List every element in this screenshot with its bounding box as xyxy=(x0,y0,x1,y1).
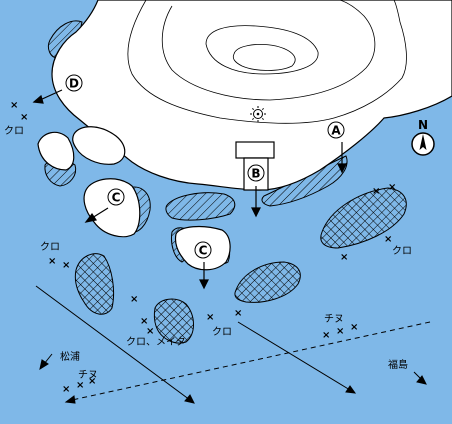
sun-icon xyxy=(250,106,266,122)
point-c-south-label: C xyxy=(199,244,208,258)
fishing-spot-marker: × xyxy=(48,256,56,267)
contour-line-middle xyxy=(161,0,376,101)
fishing-spot-marker: × xyxy=(130,294,138,305)
fishing-spot-marker: × xyxy=(62,384,70,395)
point-marker-c-west: C xyxy=(107,188,125,206)
fishing-spot-marker: × xyxy=(10,100,18,111)
fish-label-kuro-west: クロ xyxy=(40,241,60,253)
small-island-north xyxy=(72,126,126,165)
fish-label-kuro-center: クロ xyxy=(212,326,232,338)
fishing-spot-marker: × xyxy=(340,252,348,263)
fishing-spot-marker: × xyxy=(234,308,242,319)
arrow-b-head xyxy=(251,207,261,218)
arrow-d xyxy=(39,89,63,101)
arrow-a-head xyxy=(337,163,347,174)
fish-label-kuro-meita: クロ、メイタ xyxy=(126,336,186,348)
fish-label-chinu-west: チヌ xyxy=(78,369,98,381)
north-arrow-icon xyxy=(419,134,427,150)
contour-line-outer xyxy=(127,0,407,124)
current-arrows xyxy=(35,285,431,404)
point-marker-d: D xyxy=(65,74,83,92)
arrow-d-head xyxy=(32,94,44,104)
reef-center-south xyxy=(153,298,194,344)
fish-label-chinu-east: チヌ xyxy=(324,313,344,325)
place-label-fukushima: 福島 xyxy=(388,358,408,371)
main-island xyxy=(51,0,452,191)
compass: N xyxy=(411,118,435,156)
fish-label-kuro-northwest: クロ xyxy=(4,125,24,137)
fishing-spot-marker: × xyxy=(350,322,358,333)
current-line-east xyxy=(237,321,351,391)
fishing-spot-marker: × xyxy=(62,260,70,271)
contour-line-peak xyxy=(232,44,296,71)
contour-line-inner xyxy=(205,25,319,75)
arrow-c-west xyxy=(91,207,109,219)
fishing-spot-marker: × xyxy=(388,182,396,193)
fishing-spot-marker: × xyxy=(88,376,96,387)
cast-arrows xyxy=(32,89,347,290)
point-a-label: A xyxy=(331,124,341,138)
point-marker-c-south: C xyxy=(194,241,212,259)
point-d-label: D xyxy=(69,77,79,91)
lighthouse-building xyxy=(235,141,275,159)
fishing-spot-marker: × xyxy=(20,112,28,123)
arrow-matsuura-head xyxy=(39,359,49,371)
fishing-spot-marker: × xyxy=(384,234,392,245)
reef-center-east xyxy=(234,261,301,303)
point-marker-a: A xyxy=(327,121,345,139)
fish-labels: クロ クロ クロ クロ、メイタ クロ チヌ チヌ 松浦 福島 xyxy=(4,125,412,381)
fishing-spot-marker: × xyxy=(336,326,344,337)
point-marker-b: B xyxy=(247,164,265,182)
reef-west xyxy=(74,253,115,315)
current-line-west xyxy=(35,285,191,401)
fishing-spot-marker: × xyxy=(76,380,84,391)
small-island-west xyxy=(37,131,75,171)
fish-label-kuro-east: クロ xyxy=(392,245,412,257)
fishing-spot-marker: × xyxy=(206,312,214,323)
fishing-spot-marker: × xyxy=(372,186,380,197)
fishing-spot-marker: × xyxy=(322,330,330,341)
fishing-spot-marker: × xyxy=(140,316,148,327)
current-line-dashed xyxy=(71,321,431,401)
point-c-west-label: C xyxy=(112,191,121,205)
compass-label: N xyxy=(418,118,428,132)
fishing-spot-markers: × × × × × × × × × × × × × × × × × × × xyxy=(10,100,396,395)
island-c-west xyxy=(83,178,141,238)
point-b-label: B xyxy=(251,167,260,181)
current-line-west-head xyxy=(184,394,195,404)
arrow-c-west-head xyxy=(84,212,97,223)
reef-east xyxy=(320,187,407,249)
fishing-spot-marker: × xyxy=(146,326,154,337)
arrow-fukushima-head xyxy=(416,375,427,385)
place-label-matsuura: 松浦 xyxy=(60,350,80,363)
arrow-c-south-head xyxy=(199,279,209,290)
current-line-dashed-head xyxy=(64,395,76,404)
current-line-east-head xyxy=(345,385,357,394)
shallow-area-shore-center xyxy=(165,192,236,221)
